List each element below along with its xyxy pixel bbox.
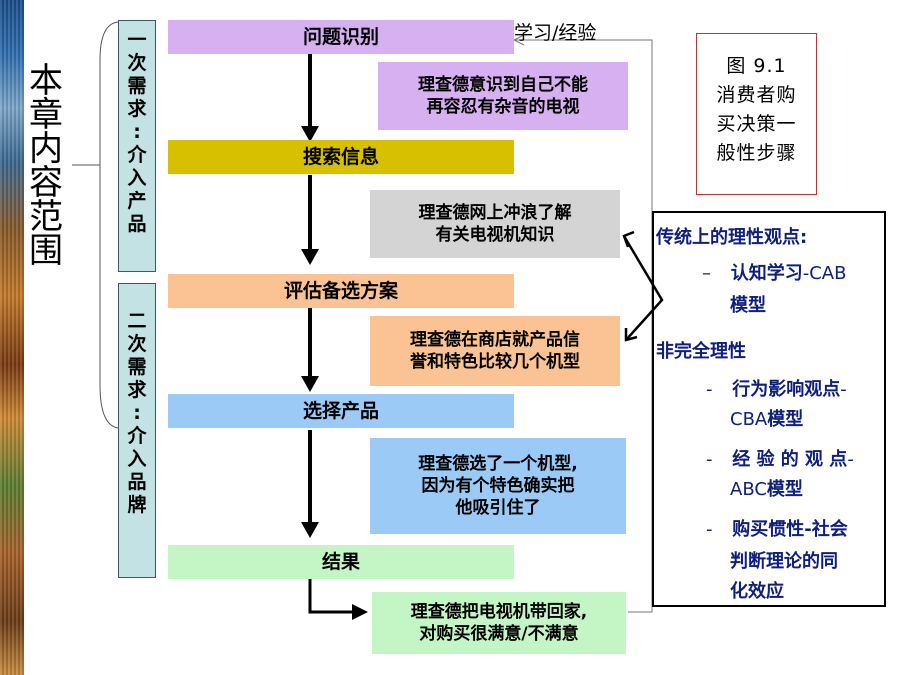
stage-product-choice: 选择产品 bbox=[168, 394, 514, 428]
stage-information-search: 搜索信息 bbox=[168, 140, 514, 174]
chapter-label-char: 范 bbox=[29, 197, 63, 237]
caption-line: 消费者购 bbox=[716, 84, 797, 106]
example-line: 有关电视机知识 bbox=[435, 225, 555, 245]
feedback-label: 学习/经验 bbox=[514, 22, 597, 44]
need-char: 介 bbox=[127, 425, 147, 447]
behavioral-tail: - bbox=[840, 379, 847, 400]
viewpoints-panel: 传统上的理性观点: – 认知学习-CAB 模型 非完全理性 - 行为影响观点- … bbox=[652, 211, 886, 607]
chapter-label-char: 章 bbox=[29, 95, 63, 135]
panel-link-arrow bbox=[622, 230, 664, 342]
example-outcome: 理查德把电视机带回家, 对购买很满意/不满意 bbox=[372, 592, 626, 654]
behavioral-item: - 行为影响观点- bbox=[706, 375, 847, 401]
example-product-choice: 理查德选了一个机型, 因为有个特色确实把 他吸引住了 bbox=[370, 438, 626, 534]
caption-line: 般性步骤 bbox=[716, 142, 797, 164]
need-char: 次 bbox=[127, 333, 147, 355]
item-dash: - bbox=[706, 379, 713, 400]
need-char: 二 bbox=[127, 310, 147, 332]
example-line: 理查德在商店就产品信 bbox=[410, 330, 580, 350]
need-char: 需 bbox=[127, 356, 147, 378]
cba-model: CBA模型 bbox=[730, 405, 803, 431]
need-char: 次 bbox=[127, 52, 147, 74]
need-char: : bbox=[133, 121, 141, 143]
chapter-label-char: 内 bbox=[29, 129, 63, 169]
need-char: 求 bbox=[127, 98, 147, 120]
example-line: 理查德选了一个机型, bbox=[418, 454, 578, 474]
example-line: 对购买很满意/不满意 bbox=[419, 624, 579, 644]
need-char: 品 bbox=[127, 471, 147, 493]
need-level-primary: 一 次 需 求 : 介 入 产 品 bbox=[118, 20, 156, 272]
item-dash: - bbox=[706, 449, 713, 470]
brace-curve bbox=[99, 21, 119, 429]
down-arrow bbox=[301, 308, 319, 392]
stage-outcome: 结果 bbox=[168, 545, 514, 579]
inertia-item: - 购买惯性-社会 bbox=[706, 515, 848, 541]
abc-model-label: 模型 bbox=[766, 479, 803, 500]
inertia-line2: 判断理论的同 bbox=[730, 551, 838, 572]
need-char: 入 bbox=[127, 448, 147, 470]
caption-line: 买决策一 bbox=[716, 113, 797, 135]
cba-code: CBA bbox=[730, 409, 768, 430]
outcome-arrow bbox=[308, 578, 368, 620]
abc-code: ABC bbox=[730, 479, 767, 500]
chapter-scope-label: 本 章 内 容 范 围 bbox=[26, 64, 66, 268]
example-line: 誉和特色比较几个机型 bbox=[410, 352, 580, 372]
abc-model: ABC模型 bbox=[730, 475, 803, 501]
chapter-label-char: 围 bbox=[29, 231, 63, 271]
inertia-tail: -社会 bbox=[804, 519, 848, 540]
example-line: 因为有个特色确实把 bbox=[421, 476, 575, 496]
need-char: 一 bbox=[127, 29, 147, 51]
need-char: 求 bbox=[127, 379, 147, 401]
down-arrow bbox=[301, 430, 319, 538]
item-dash: – bbox=[702, 263, 711, 284]
behavioral-label: 行为影响观点 bbox=[732, 379, 841, 400]
figure-caption: 图 9.1 消费者购 买决策一 般性步骤 bbox=[696, 33, 817, 195]
experiential-tail: - bbox=[847, 449, 854, 470]
down-arrow bbox=[301, 52, 319, 142]
inertia-label: 购买惯性 bbox=[732, 519, 805, 540]
need-char: 牌 bbox=[127, 494, 147, 516]
down-arrow bbox=[301, 175, 319, 265]
need-char: 入 bbox=[127, 167, 147, 189]
inertia-line3: 化效应 bbox=[730, 581, 784, 602]
need-char: : bbox=[133, 402, 141, 424]
need-level-secondary: 二 次 需 求 : 介 入 品 牌 bbox=[118, 283, 156, 578]
example-evaluate-alternatives: 理查德在商店就产品信 誉和特色比较几个机型 bbox=[370, 316, 620, 386]
cab-item: – 认知学习-CAB bbox=[702, 259, 846, 285]
rational-heading: 传统上的理性观点: bbox=[656, 227, 808, 248]
need-char: 产 bbox=[127, 190, 147, 212]
cab-model: 模型 bbox=[730, 295, 766, 316]
caption-line: 图 9.1 bbox=[726, 55, 787, 77]
example-line: 理查德把电视机带回家, bbox=[410, 602, 588, 622]
chapter-label-char: 容 bbox=[29, 163, 63, 203]
cab-label: 认知学习 bbox=[730, 263, 803, 284]
example-line: 理查德网上冲浪了解 bbox=[418, 203, 572, 223]
stage-problem-recognition: 问题识别 bbox=[168, 20, 514, 54]
item-dash: - bbox=[706, 519, 713, 540]
stage-evaluate-alternatives: 评估备选方案 bbox=[168, 274, 514, 308]
example-problem-recognition: 理查德意识到自己不能 再容忍有杂音的电视 bbox=[378, 62, 628, 130]
need-char: 需 bbox=[127, 75, 147, 97]
example-line: 他吸引住了 bbox=[455, 498, 541, 518]
example-line: 理查德意识到自己不能 bbox=[418, 75, 588, 95]
nonrational-heading: 非完全理性 bbox=[656, 341, 746, 362]
example-information-search: 理查德网上冲浪了解 有关电视机知识 bbox=[370, 190, 620, 258]
experiential-item: - 经 验 的 观 点- bbox=[706, 445, 854, 471]
experiential-label: 经 验 的 观 点 bbox=[732, 449, 848, 470]
need-char: 介 bbox=[127, 144, 147, 166]
cba-model-label: 模型 bbox=[767, 409, 804, 430]
need-char: 品 bbox=[127, 213, 147, 235]
cab-code: -CAB bbox=[802, 263, 847, 284]
example-line: 再容忍有杂音的电视 bbox=[426, 97, 580, 117]
decorative-edge-image bbox=[0, 0, 24, 675]
chapter-label-char: 本 bbox=[29, 61, 63, 101]
